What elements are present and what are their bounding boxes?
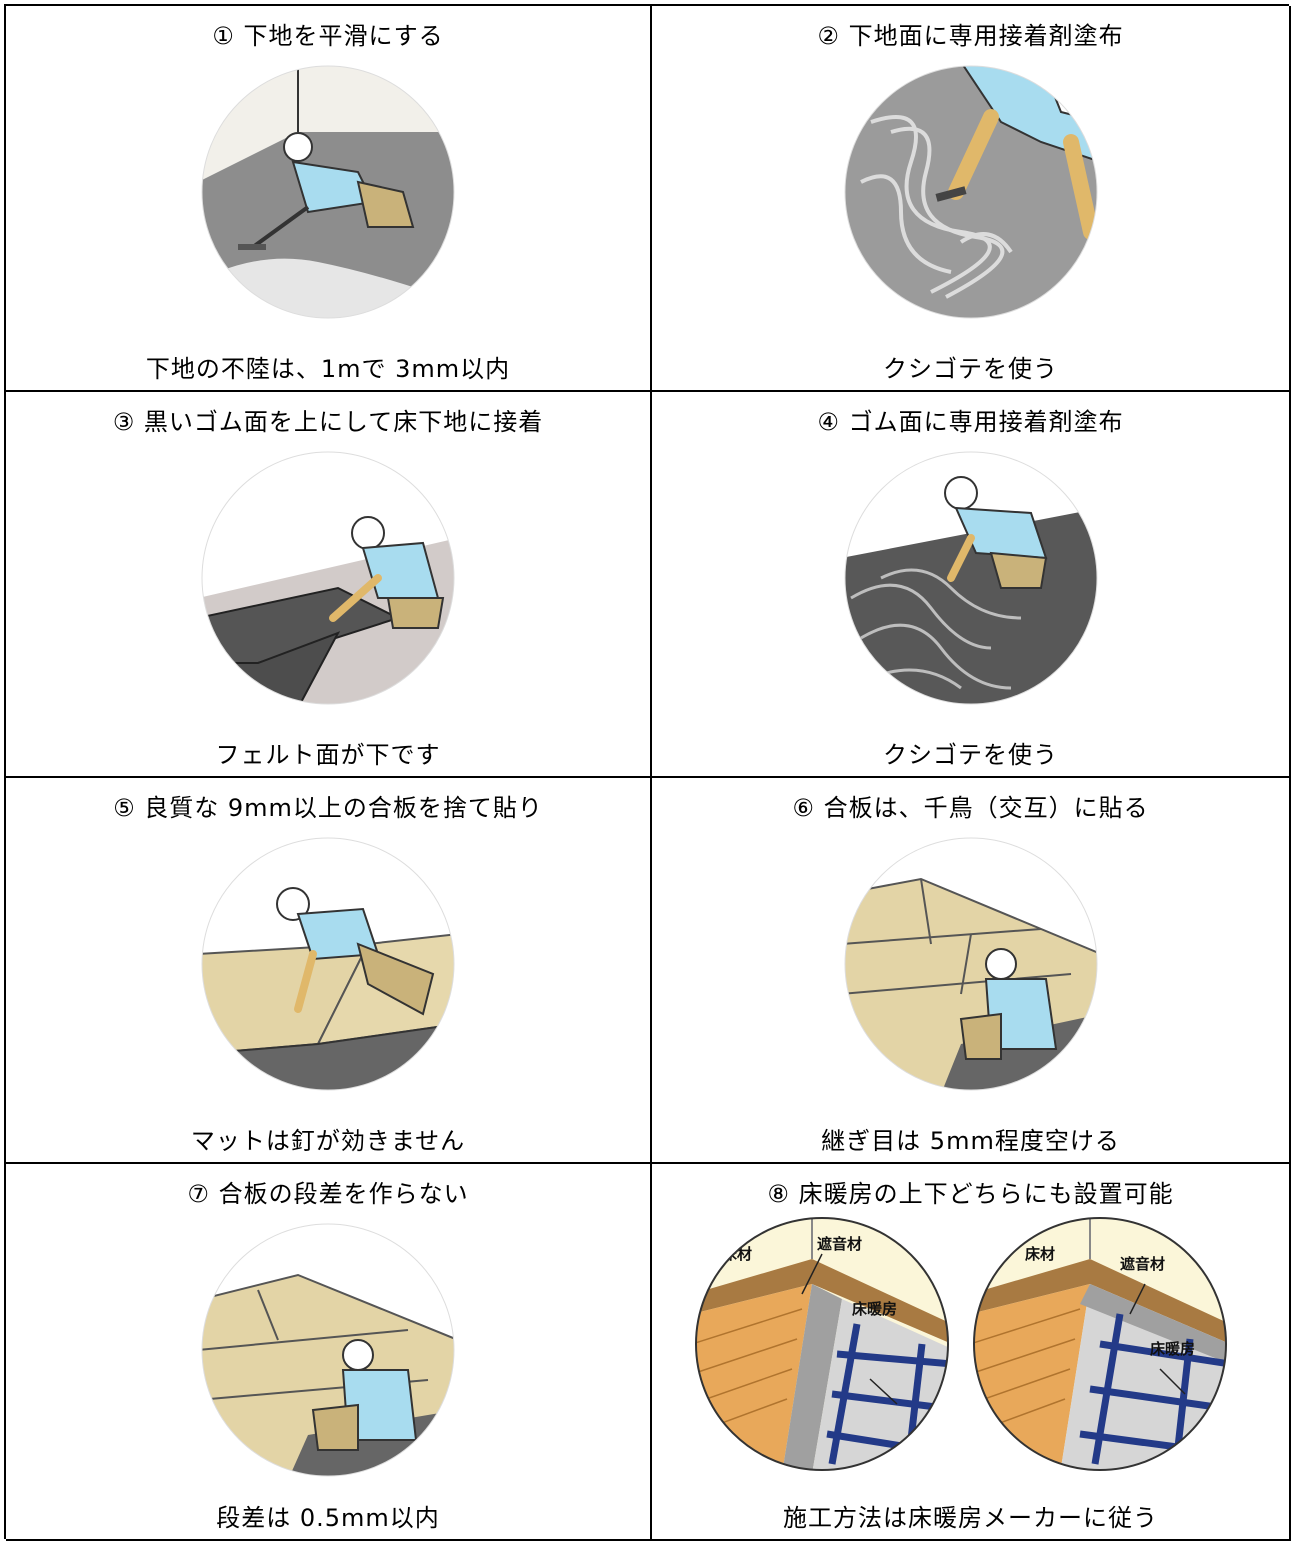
step-1-illustration [198, 62, 458, 322]
step-7-illustration [198, 1220, 458, 1480]
step-2-cell: ② 下地面に専用接着剤塗布 [652, 6, 1291, 392]
heating-below-diagram: 床材 遮音材 床暖房 [973, 1217, 1227, 1471]
label-sound-insulation: 遮音材 [817, 1235, 862, 1253]
step-5-title: ⑤ 良質な 9mm以上の合板を捨て貼り [113, 794, 543, 822]
label-floor-heating-2: 床暖房 [1150, 1340, 1195, 1358]
step-6-caption: 継ぎ目は 5mm程度空ける [821, 1127, 1120, 1155]
step-6-illustration [841, 834, 1101, 1094]
step-2-caption: クシゴテを使う [883, 355, 1058, 383]
step-6-title: ⑥ 合板は、千鳥（交互）に貼る [792, 794, 1149, 822]
adhesive-on-rubber-icon [844, 451, 1097, 705]
heating-above-diagram: 床材 遮音材 床暖房 [695, 1217, 949, 1471]
step-7-title: ⑦ 合板の段差を作らない [187, 1180, 469, 1208]
step-1-cell: ① 下地を平滑にする 下地の不陸は、1mで 3mm以 [6, 6, 652, 392]
step-3-illustration [198, 448, 458, 708]
worker-leveling-floor-icon [201, 65, 455, 319]
step-2-title: ② 下地面に専用接着剤塗布 [817, 22, 1124, 50]
steps-table: ① 下地を平滑にする 下地の不陸は、1mで 3mm以 [4, 4, 1291, 1541]
step-3-caption: フェルト面が下です [215, 741, 441, 769]
level-plywood-icon [201, 1223, 455, 1477]
step-1-caption: 下地の不陸は、1mで 3mm以内 [145, 355, 511, 383]
step-5-caption: マットは釘が効きません [190, 1127, 466, 1155]
step-1-title: ① 下地を平滑にする [212, 22, 444, 50]
step-6-cell: ⑥ 合板は、千鳥（交互）に貼る 継ぎ目は 5mm程度 [652, 778, 1291, 1164]
step-4-illustration [841, 448, 1101, 708]
label-sound-insulation-2: 遮音材 [1120, 1255, 1165, 1273]
step-3-cell: ③ 黒いゴム面を上にして床下地に接着 フェルト面が下です [6, 392, 652, 778]
step-4-caption: クシゴテを使う [883, 741, 1058, 769]
label-floor-heating: 床暖房 [852, 1300, 897, 1318]
step-7-cell: ⑦ 合板の段差を作らない 段差は 0.5mm以内 [6, 1164, 652, 1541]
step-5-cell: ⑤ 良質な 9mm以上の合板を捨て貼り マットは釘が効きません [6, 778, 652, 1164]
step-8-title: ⑧ 床暖房の上下どちらにも設置可能 [767, 1180, 1174, 1208]
step-8-caption: 施工方法は床暖房メーカーに従う [783, 1504, 1158, 1532]
step-2-illustration [841, 62, 1101, 322]
step-4-cell: ④ ゴム面に専用接着剤塗布 [652, 392, 1291, 778]
step-4-title: ④ ゴム面に専用接着剤塗布 [817, 408, 1124, 436]
step-5-illustration [198, 834, 458, 1094]
adhesive-on-subfloor-icon [844, 65, 1097, 319]
step-3-title: ③ 黒いゴム面を上にして床下地に接着 [112, 408, 544, 436]
step-7-caption: 段差は 0.5mm以内 [216, 1504, 440, 1532]
laying-rubber-mat-icon [201, 451, 455, 705]
label-floor-material-2: 床材 [1025, 1245, 1055, 1263]
staggered-plywood-icon [844, 837, 1097, 1091]
step-8-illustrations: 床材 遮音材 床暖房 [652, 1214, 1289, 1489]
laying-plywood-icon [201, 837, 455, 1091]
step-8-cell: ⑧ 床暖房の上下どちらにも設置可能 [652, 1164, 1291, 1541]
